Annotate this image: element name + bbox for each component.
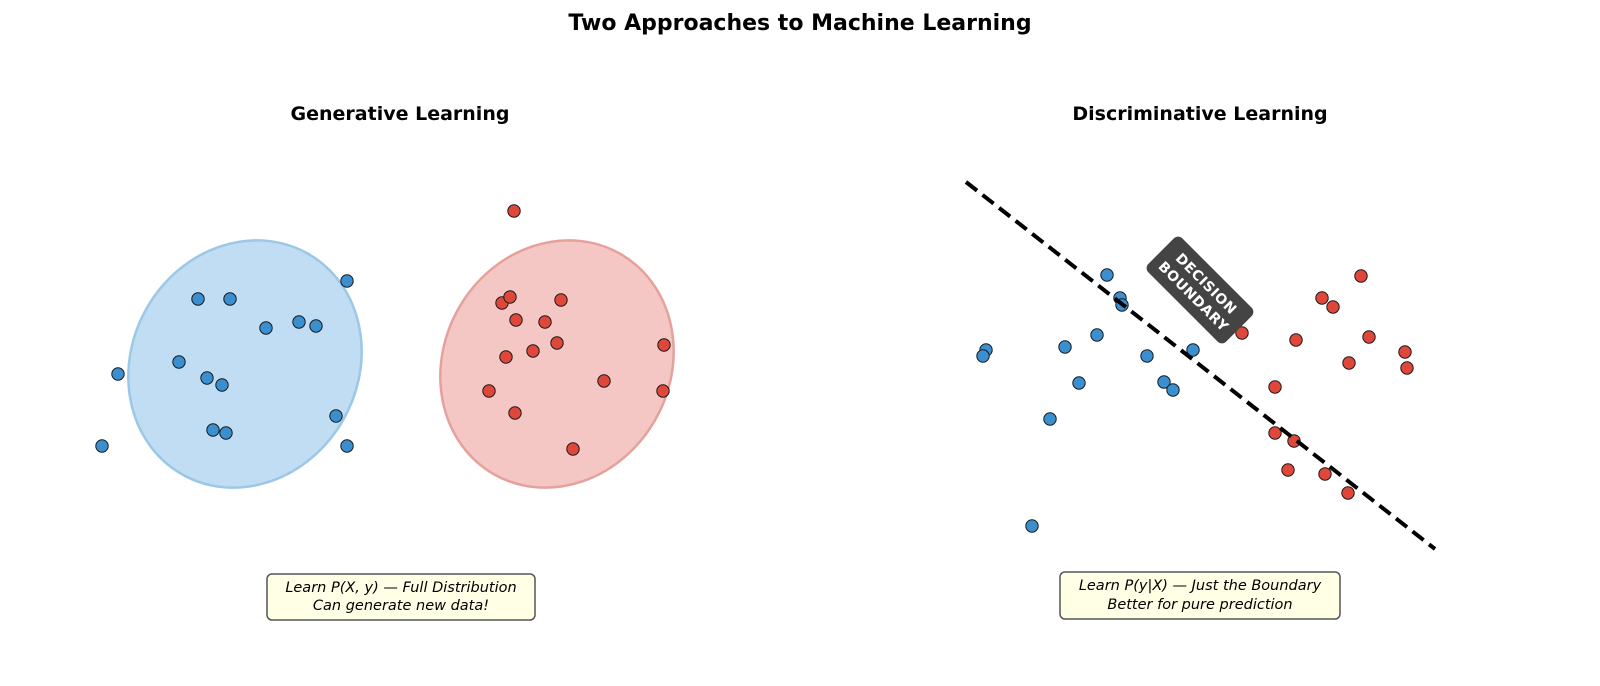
- class-b-point: [1318, 467, 1332, 481]
- class-b-point: [1315, 291, 1329, 305]
- class-b-point: [1342, 356, 1356, 370]
- generative-title: Generative Learning: [291, 103, 510, 125]
- class-b-point: [1326, 300, 1340, 314]
- class-b-point: [550, 336, 564, 350]
- class-b-point: [482, 384, 496, 398]
- class-b-point: [597, 374, 611, 388]
- class-a-point: [1186, 343, 1200, 357]
- class-b-point: [508, 406, 522, 420]
- class-b-point: [1398, 345, 1412, 359]
- class-a-point: [976, 349, 990, 363]
- class-a-point: [1166, 383, 1180, 397]
- discriminative-caption-box: [1059, 571, 1341, 620]
- class-b-distribution-ellipse: [439, 239, 675, 489]
- class-b-point: [566, 442, 580, 456]
- class-b-point: [509, 313, 523, 327]
- class-b-point: [554, 293, 568, 307]
- class-a-point: [1058, 340, 1072, 354]
- class-b-point: [503, 290, 517, 304]
- class-b-point: [507, 204, 521, 218]
- class-a-point: [1100, 268, 1114, 282]
- discriminative-points: [976, 268, 1414, 533]
- discriminative-caption: Learn P(y|X) — Just the Boundary Better …: [1059, 571, 1341, 620]
- decision-boundary-label-box: [1146, 236, 1254, 344]
- class-a-point: [340, 274, 354, 288]
- class-b-point: [1362, 330, 1376, 344]
- class-a-point: [309, 319, 323, 333]
- class-b-point: [1235, 326, 1249, 340]
- class-b-point: [657, 338, 671, 352]
- class-a-point: [95, 439, 109, 453]
- generative-points: [95, 204, 671, 456]
- class-a-point: [1140, 349, 1154, 363]
- class-a-point: [172, 355, 186, 369]
- generative-caption-line2: Can generate new data!: [313, 598, 489, 614]
- class-a-point: [223, 292, 237, 306]
- class-b-point: [1354, 269, 1368, 283]
- discriminative-caption-line1: Learn P(y|X) — Just the Boundary: [1079, 578, 1322, 594]
- class-b-point: [1400, 361, 1414, 375]
- class-a-point: [1043, 412, 1057, 426]
- discriminative-caption-line2: Better for pure prediction: [1107, 597, 1292, 613]
- class-a-point: [206, 423, 220, 437]
- decision-boundary-line: [964, 180, 1437, 551]
- class-b-point: [1268, 380, 1282, 394]
- generative-caption: Learn P(X, y) — Full Distribution Can ge…: [266, 573, 536, 621]
- class-a-point: [1090, 328, 1104, 342]
- generative-panel: Generative Learning Learn P(X, y) — Full…: [95, 103, 675, 621]
- class-b-point: [656, 384, 670, 398]
- class-a-distribution-ellipse: [127, 239, 363, 489]
- class-b-point: [499, 350, 513, 364]
- class-b-point: [538, 315, 552, 329]
- class-a-point: [259, 321, 273, 335]
- class-a-point: [1025, 519, 1039, 533]
- class-b-point: [1341, 486, 1355, 500]
- class-b-point: [1268, 426, 1282, 440]
- class-b-point: [1289, 333, 1303, 347]
- generative-caption-box: [266, 573, 536, 621]
- discriminative-title: Discriminative Learning: [1072, 103, 1327, 125]
- class-a-point: [191, 292, 205, 306]
- class-a-point: [329, 409, 343, 423]
- class-a-point: [340, 439, 354, 453]
- class-a-point: [219, 426, 233, 440]
- class-a-point: [1157, 375, 1171, 389]
- discriminative-panel: Discriminative Learning DECISION BOUNDAR…: [964, 103, 1437, 620]
- generative-caption-line1: Learn P(X, y) — Full Distribution: [285, 580, 516, 596]
- main-title: Two Approaches to Machine Learning: [568, 11, 1031, 36]
- class-a-point: [1072, 376, 1086, 390]
- class-b-point: [526, 344, 540, 358]
- class-a-point: [111, 367, 125, 381]
- class-a-point: [215, 378, 229, 392]
- class-b-point: [1281, 463, 1295, 477]
- class-a-point: [200, 371, 214, 385]
- class-a-point: [292, 315, 306, 329]
